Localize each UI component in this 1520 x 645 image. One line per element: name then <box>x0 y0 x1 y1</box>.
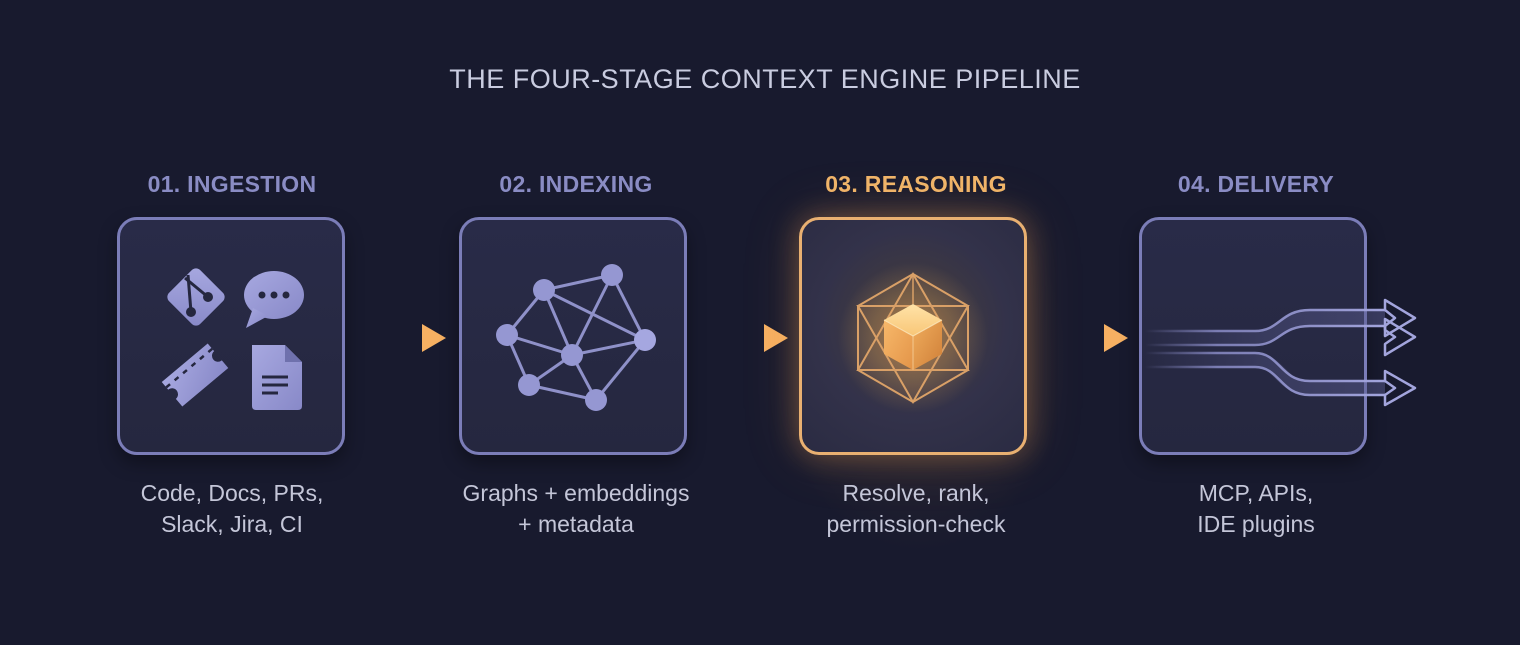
document-icon <box>252 345 302 410</box>
git-icon <box>167 268 225 326</box>
stage-label: 04. DELIVERY <box>1177 171 1335 197</box>
knowledge-graph-icon <box>496 264 656 411</box>
stage-description: Code, Docs, PRs, Slack, Jira, CI <box>62 478 402 540</box>
arrow-3-to-4 <box>1034 324 1128 352</box>
ticket-icon <box>161 343 229 407</box>
output-streams-icon <box>1145 298 1417 407</box>
chat-bubble-icon <box>244 271 304 328</box>
stage-description: Graphs + embeddings + metadata <box>406 478 746 540</box>
glowing-cube-icon <box>838 263 988 413</box>
desc-line: Code, Docs, PRs, <box>140 480 324 506</box>
desc-line: Graphs + embeddings <box>462 480 690 506</box>
arrow-1-to-2 <box>352 324 446 352</box>
desc-line: Slack, Jira, CI <box>161 511 303 537</box>
stage-box <box>799 217 1027 455</box>
stage-description: Resolve, rank, permission-check <box>746 478 1086 540</box>
stage-box <box>117 217 345 455</box>
diagram-title: THE FOUR-STAGE CONTEXT ENGINE PIPELINE <box>449 64 1081 94</box>
desc-line: Resolve, rank, <box>842 480 990 506</box>
desc-line: + metadata <box>518 511 634 537</box>
stage-label: 03. REASONING <box>825 171 1007 197</box>
stage-description: MCP, APIs, IDE plugins <box>1086 478 1426 540</box>
stage-label: 01. INGESTION <box>147 171 317 197</box>
desc-line: MCP, APIs, <box>1198 480 1314 506</box>
arrow-2-to-3 <box>694 324 788 352</box>
desc-line: permission-check <box>826 511 1006 537</box>
desc-line: IDE plugins <box>1197 511 1315 537</box>
stage-label: 02. INDEXING <box>499 171 653 197</box>
stage-box <box>459 217 687 455</box>
